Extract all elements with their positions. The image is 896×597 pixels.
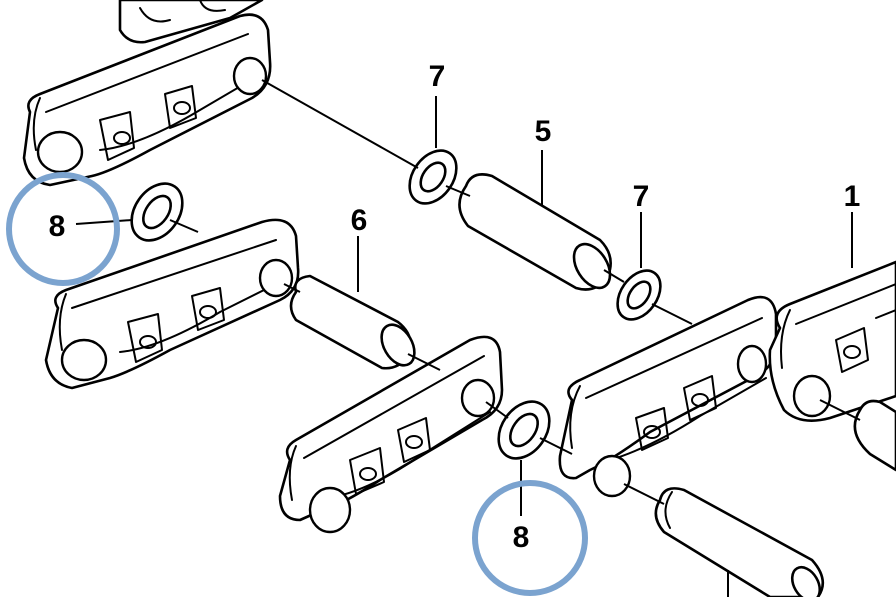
track-link-top-partial [118,0,264,44]
callout-1: 1 [844,180,861,213]
highlight-circle-8-left [6,172,120,286]
callout-leaders [75,96,853,516]
pin-bore [36,130,84,174]
track-link-1 [768,260,896,422]
pin-bore [460,378,496,418]
track-link-right-center [558,295,778,498]
callout-5: 5 [535,115,552,148]
pin-bore [60,338,108,382]
callout-8-center: 8 [513,521,530,554]
seal-ring-7-upper [408,149,458,205]
pin-bore [592,454,632,498]
callout-7-upper: 7 [429,60,446,93]
pin-bore [308,486,352,534]
pin-bore [258,258,294,298]
highlight-circle-8-center [472,480,588,596]
bushing-5 [458,173,612,291]
track-pin-lower-right [654,487,825,597]
pin-bore [736,344,768,384]
track-link-upper-left [22,13,272,187]
seal-ring-8-left [130,182,184,242]
callout-8-left: 8 [49,210,66,243]
bushing-6 [289,274,416,370]
pin-bore [792,374,832,418]
seal-ring-7-lower [616,269,662,321]
callout-7-lower: 7 [633,180,650,213]
pin-bore [232,56,268,96]
track-pin-right-edge [853,399,896,472]
assembly-axis-lines [169,79,861,597]
callout-6: 6 [351,204,368,237]
track-link-center [278,335,504,534]
track-link-middle-left [44,218,300,390]
